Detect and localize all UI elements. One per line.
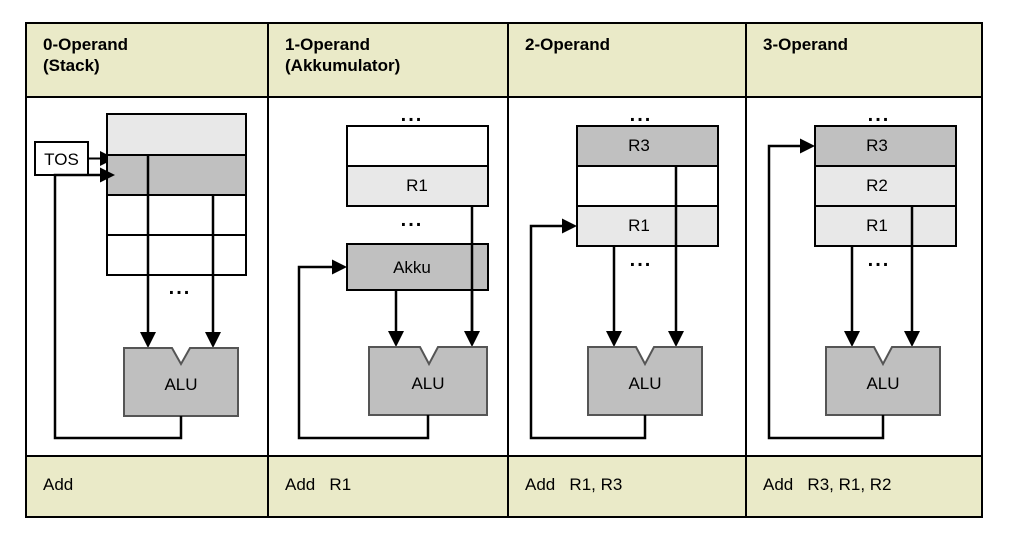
- diagram-cell-three-operand: ... R3 R2 R1 ...: [745, 98, 981, 455]
- alu-label: ALU: [866, 374, 899, 393]
- instruction-cell-zero-operand: Add: [27, 457, 267, 516]
- alu-feedback-arrow-head: [800, 138, 815, 154]
- instruction-text-three-operand: Add R3, R1, R2: [763, 475, 892, 494]
- header-cell-two-operand: 2-Operand: [507, 24, 745, 96]
- alu-input-arrow-left: [844, 331, 860, 347]
- instruction-text-one-operand: Add R1: [285, 475, 352, 494]
- alu-feedback-line: [53, 173, 183, 440]
- table-instruction-row: Add Add R1 Add R1, R3 Add R3, R1, R2: [27, 457, 981, 516]
- register-cell-empty: [346, 125, 489, 167]
- alu-input-arrow-right: [205, 332, 221, 348]
- register-label-r3: R3: [866, 136, 888, 155]
- alu-label: ALU: [164, 375, 197, 394]
- register-ellipsis-top: ...: [868, 104, 891, 126]
- register-cell-r1: [346, 165, 489, 207]
- alu-shape: [825, 346, 941, 416]
- stack-ellipsis: ...: [169, 277, 192, 299]
- instruction-text-zero-operand: Add: [43, 475, 74, 494]
- register-label-r1: R1: [866, 216, 888, 235]
- comparison-table: 0-Operand (Stack) 1-Operand (Akkumulator…: [25, 22, 983, 518]
- header-title-zero-operand: 0-Operand (Stack): [43, 35, 129, 76]
- stack-cell-3: [106, 234, 247, 276]
- register-label-r2: R2: [866, 176, 888, 195]
- header-title-one-operand: 1-Operand (Akkumulator): [285, 35, 401, 76]
- header-cell-one-operand: 1-Operand (Akkumulator): [267, 24, 507, 96]
- header-cell-three-operand: 3-Operand: [745, 24, 981, 96]
- diagram-cell-zero-operand: TOS ...: [27, 98, 267, 455]
- three-operand-machine-diagram: ... R3 R2 R1 ...: [767, 104, 957, 440]
- stack-cell-0: [106, 113, 247, 156]
- alu-shape: [123, 347, 239, 417]
- register-cell-r2: [814, 165, 957, 207]
- register-ellipsis-top: ...: [401, 104, 424, 126]
- diagram-cell-two-operand: ... R3 R1 ...: [507, 98, 745, 455]
- register-label-r3: R3: [628, 136, 650, 155]
- register-ellipsis-bottom: ...: [401, 209, 424, 231]
- table-header-row: 0-Operand (Stack) 1-Operand (Akkumulator…: [27, 24, 981, 98]
- header-cell-zero-operand: 0-Operand (Stack): [27, 24, 267, 96]
- register-ellipsis-bottom: ...: [630, 249, 653, 271]
- register-cell-r1: [814, 205, 957, 247]
- register-cell-r3: [814, 125, 957, 167]
- stack-machine-diagram: TOS ...: [34, 113, 247, 440]
- alu-input-arrow-right: [464, 331, 480, 347]
- alu-input-arrow-left: [606, 331, 622, 347]
- alu-feedback-arrow-head: [332, 259, 347, 275]
- alu-input-arrow-left: [140, 332, 156, 348]
- alu-feedback-line: [529, 224, 647, 440]
- alu-label: ALU: [628, 374, 661, 393]
- alu-shape: [587, 346, 703, 416]
- table-diagram-row: TOS ...: [27, 98, 981, 457]
- alu-input-arrow-right: [668, 331, 684, 347]
- header-title-two-operand: 2-Operand: [525, 35, 611, 54]
- instruction-cell-three-operand: Add R3, R1, R2: [745, 457, 981, 516]
- register-label-r1: R1: [406, 176, 428, 195]
- stack-cell-2: [106, 194, 247, 236]
- tos-label-text: TOS: [44, 150, 79, 169]
- instruction-cell-one-operand: Add R1: [267, 457, 507, 516]
- alu-label: ALU: [411, 374, 444, 393]
- alu-shape: [368, 346, 488, 416]
- instruction-cell-two-operand: Add R1, R3: [507, 457, 745, 516]
- register-ellipsis-bottom: ...: [868, 249, 891, 271]
- register-label-r1: R1: [628, 216, 650, 235]
- instruction-text-two-operand: Add R1, R3: [525, 475, 623, 494]
- alu-feedback-line: [767, 144, 885, 440]
- stack-cell-1: [106, 154, 247, 196]
- alu-feedback-arrow-head: [100, 167, 115, 183]
- two-operand-machine-diagram: ... R3 R1 ...: [529, 104, 719, 440]
- accumulator-machine-diagram: ... R1 ... Akku: [297, 104, 489, 440]
- register-cell-empty: [576, 165, 719, 207]
- alu-feedback-line: [297, 265, 430, 440]
- accumulator-box: [346, 243, 489, 291]
- accumulator-label: Akku: [393, 258, 431, 277]
- register-ellipsis-top: ...: [630, 104, 653, 126]
- header-title-three-operand: 3-Operand: [763, 35, 849, 54]
- alu-feedback-arrow-head: [562, 218, 577, 234]
- alu-input-arrow-left: [388, 331, 404, 347]
- register-cell-r3: [576, 125, 719, 167]
- alu-input-arrow-right: [904, 331, 920, 347]
- diagram-cell-one-operand: ... R1 ... Akku: [267, 98, 507, 455]
